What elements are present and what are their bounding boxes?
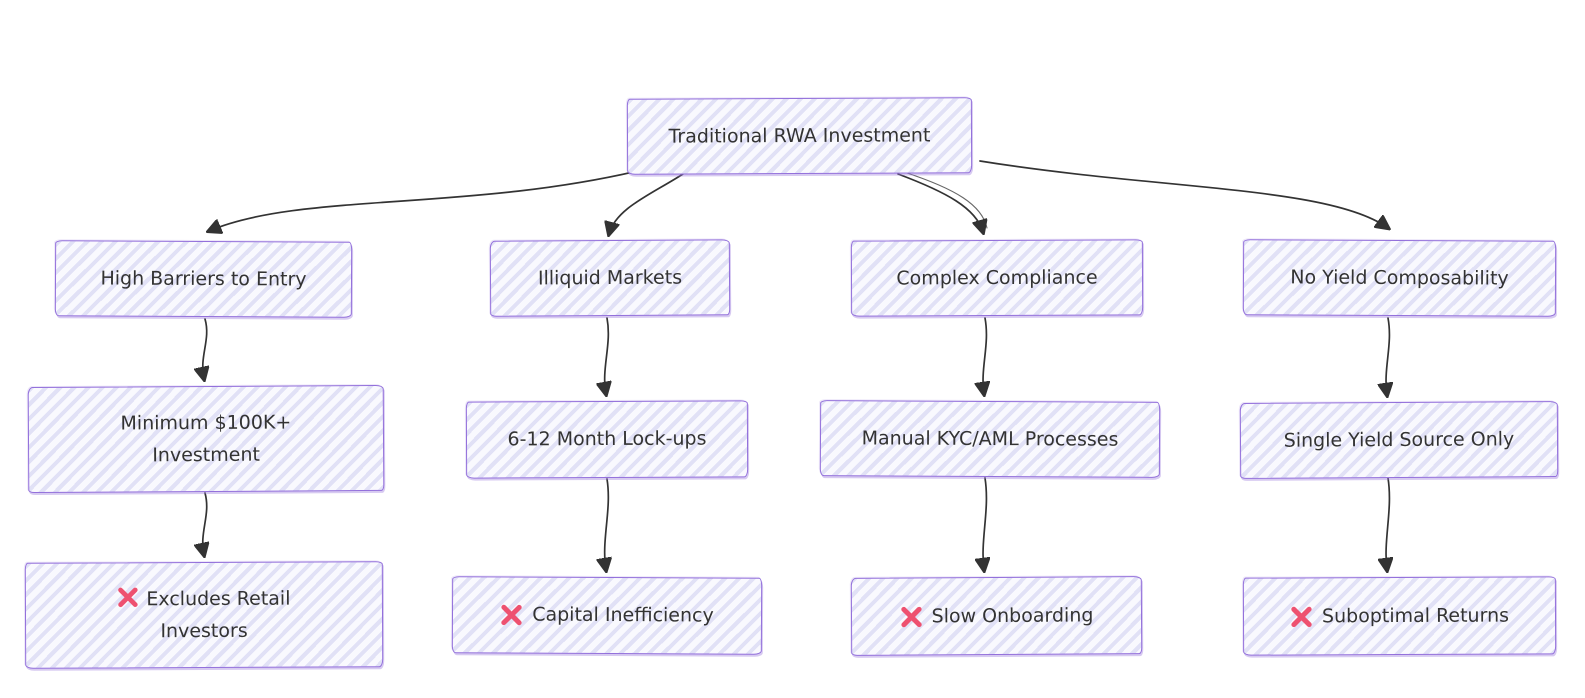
edge-root-to-high-barriers [209,168,647,231]
node-label: Capital Inefficiency [532,603,714,627]
edge-noyield-to-single-source [1386,317,1389,395]
edge-lockups-to-inefficiency [605,478,609,570]
node-illiquid-markets: Illiquid Markets [489,239,731,317]
edge-single-source-to-suboptimal [1386,477,1389,570]
node-label: High Barriers to Entry [100,267,307,291]
node-label: 6-12 Month Lock-ups [507,427,707,451]
cross-mark-icon [118,587,139,607]
edge-root-to-complex-compliance [897,173,983,232]
node-label: Illiquid Markets [537,266,683,290]
node-minimum-100k-investment: Minimum $100K+ Investment [27,384,385,494]
node-label: Excludes Retail Investors [146,587,291,643]
cross-mark-icon [900,606,922,627]
node-slow-onboarding: Slow Onboarding [850,576,1143,656]
edge-kyc-to-onboarding [983,477,986,570]
node-manual-kyc-aml-processes: Manual KYC/AML Processes [819,400,1161,478]
node-traditional-rwa-investment: Traditional RWA Investment [626,97,973,175]
edge-root-to-complex-compliance-sketch [903,171,988,229]
node-capital-inefficiency: Capital Inefficiency [451,576,763,655]
cross-mark-icon [501,604,522,626]
cross-mark-icon [1291,606,1312,627]
node-label: Single Yield Source Only [1283,428,1515,452]
node-label: Manual KYC/AML Processes [861,427,1119,451]
edge-root-to-illiquid-markets [609,173,684,234]
node-6-12-month-lock-ups: 6-12 Month Lock-ups [465,400,749,479]
node-single-yield-source-only: Single Yield Source Only [1239,401,1559,479]
node-label: Suboptimal Returns [1321,604,1510,628]
node-no-yield-composability: No Yield Composability [1242,239,1557,317]
node-suboptimal-returns: Suboptimal Returns [1242,576,1557,656]
edge-high-barriers-to-minimum [203,318,207,379]
edge-illiquid-to-lockups [605,317,609,394]
node-label: No Yield Composability [1290,266,1509,290]
node-complex-compliance: Complex Compliance [850,239,1144,317]
node-label: Traditional RWA Investment [668,124,931,148]
edge-compliance-to-kyc [983,317,986,394]
edge-minimum-to-excludes [203,492,207,555]
node-label: Slow Onboarding [931,604,1094,628]
node-label: Complex Compliance [896,266,1098,290]
edge-root-to-no-yield [979,160,1388,228]
node-high-barriers-to-entry: High Barriers to Entry [54,240,353,318]
node-excludes-retail-investors: Excludes Retail Investors [24,561,384,669]
node-label: Minimum $100K+ Investment [120,411,292,467]
